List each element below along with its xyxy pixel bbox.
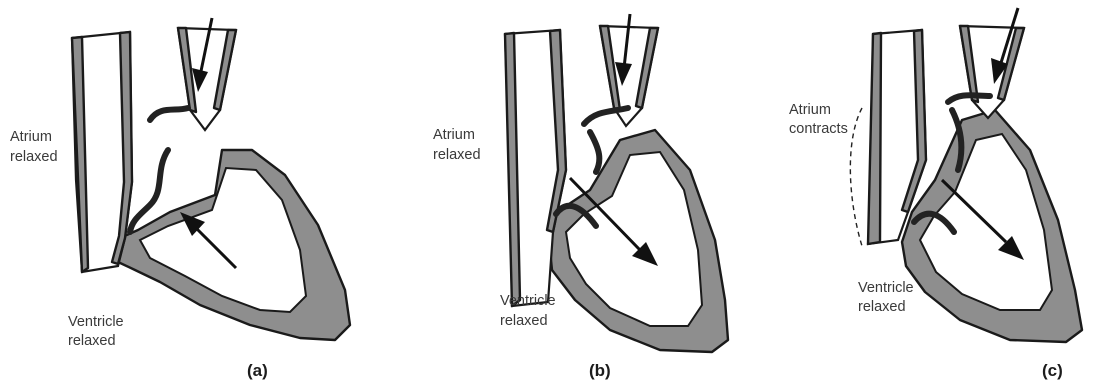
ventricle-label-a: Ventricle relaxed — [68, 314, 128, 349]
atrium-label-a: Atrium relaxed — [10, 129, 58, 165]
caption-b: (b) — [589, 361, 611, 380]
atrium-label-b: Atrium relaxed — [433, 127, 481, 163]
panel-a: Atrium relaxed Ventricle relaxed (a) — [10, 18, 350, 380]
ventricle-label-c: Ventricle relaxed — [858, 280, 918, 315]
heart-a-drawing — [72, 28, 350, 340]
caption-c: (c) — [1042, 361, 1063, 380]
ventricle-label-b: Ventricle relaxed — [500, 293, 560, 329]
panel-c: Atrium contracts Ventricle relaxed (c) — [789, 8, 1082, 380]
panel-b: Atrium relaxed Ventricle relaxed (b) — [433, 14, 728, 380]
caption-a: (a) — [247, 361, 268, 380]
atrium-label-c: Atrium contracts — [789, 102, 848, 137]
